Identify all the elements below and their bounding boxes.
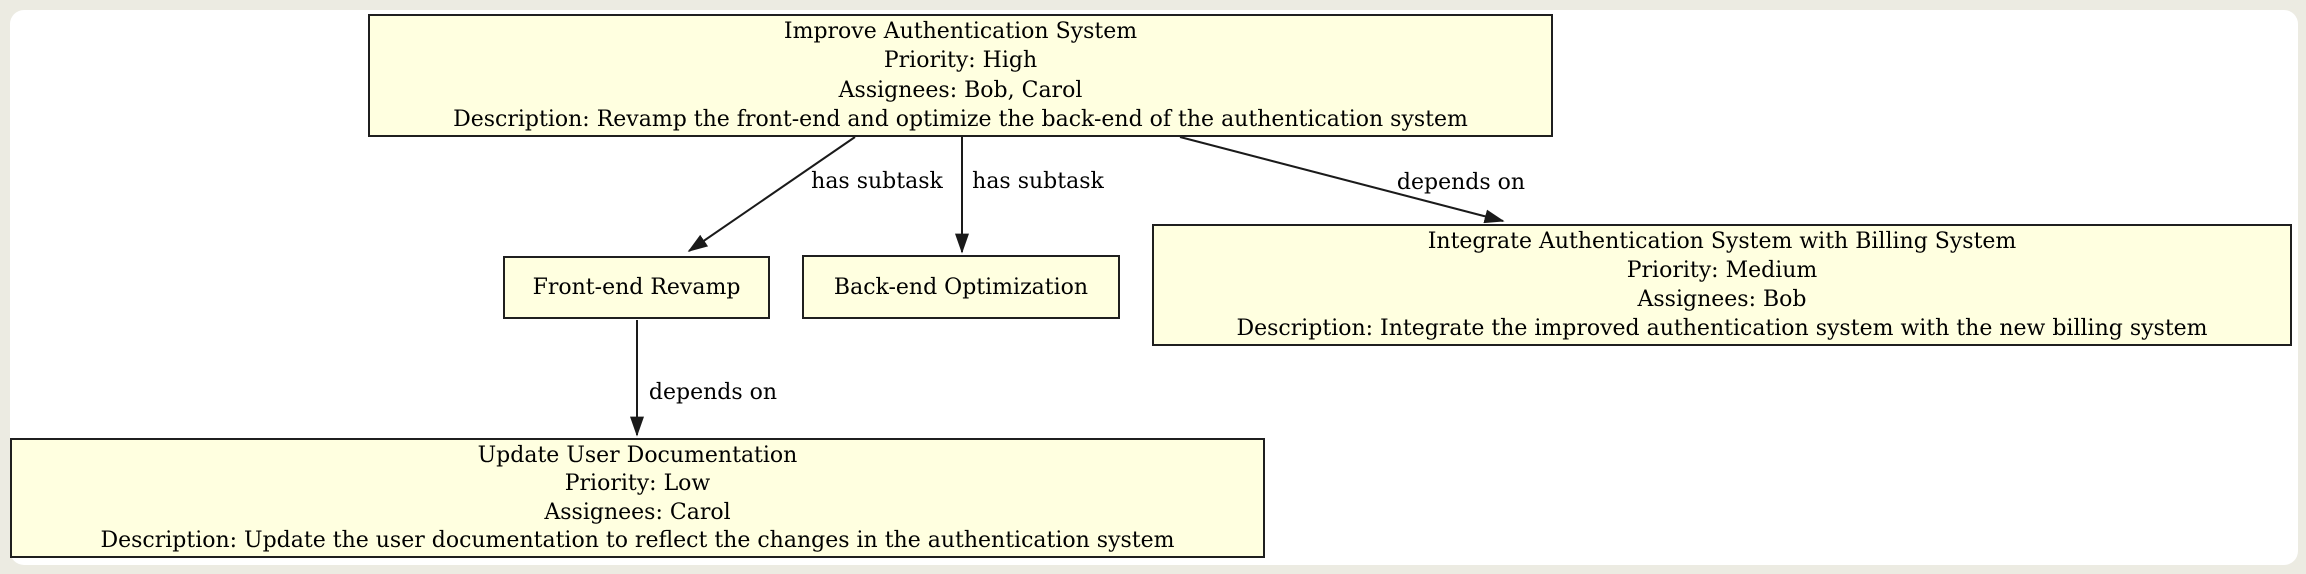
node-assignees: Assignees: Carol [544, 499, 731, 525]
node-description: Description: Revamp the front-end and op… [453, 106, 1468, 132]
node-description: Description: Update the user documentati… [100, 528, 1175, 554]
node-description: Description: Integrate the improved auth… [1236, 316, 2208, 341]
node-back-end-optimization: Back-end Optimization [802, 255, 1120, 319]
node-title: Integrate Authentication System with Bil… [1427, 229, 2017, 254]
node-priority: Priority: Medium [1626, 258, 1818, 283]
node-title: Back-end Optimization [833, 274, 1089, 300]
node-title: Improve Authentication System [783, 19, 1138, 45]
edge-label-depends-on-1: depends on [1396, 170, 1526, 195]
node-integrate-authentication-with-billing: Integrate Authentication System with Bil… [1152, 224, 2292, 346]
edge-improve-to-integrate [1179, 136, 1505, 224]
node-improve-authentication-system: Improve Authentication System Priority: … [368, 14, 1553, 137]
node-title: Front-end Revamp [532, 275, 741, 300]
node-priority: Priority: High [883, 48, 1038, 74]
node-title: Update User Documentation [477, 442, 798, 468]
edge-label-depends-on-2: depends on [648, 380, 778, 405]
edge-label-has-subtask-1: has subtask [811, 169, 943, 194]
node-update-user-documentation: Update User Documentation Priority: Low … [10, 438, 1265, 558]
edge-improve-to-frontend [687, 136, 856, 252]
edge-label-has-subtask-2: has subtask [972, 169, 1104, 194]
node-assignees: Assignees: Bob [1637, 287, 1807, 312]
node-priority: Priority: Low [564, 471, 711, 497]
node-assignees: Assignees: Bob, Carol [838, 77, 1083, 103]
node-front-end-revamp: Front-end Revamp [503, 256, 770, 319]
